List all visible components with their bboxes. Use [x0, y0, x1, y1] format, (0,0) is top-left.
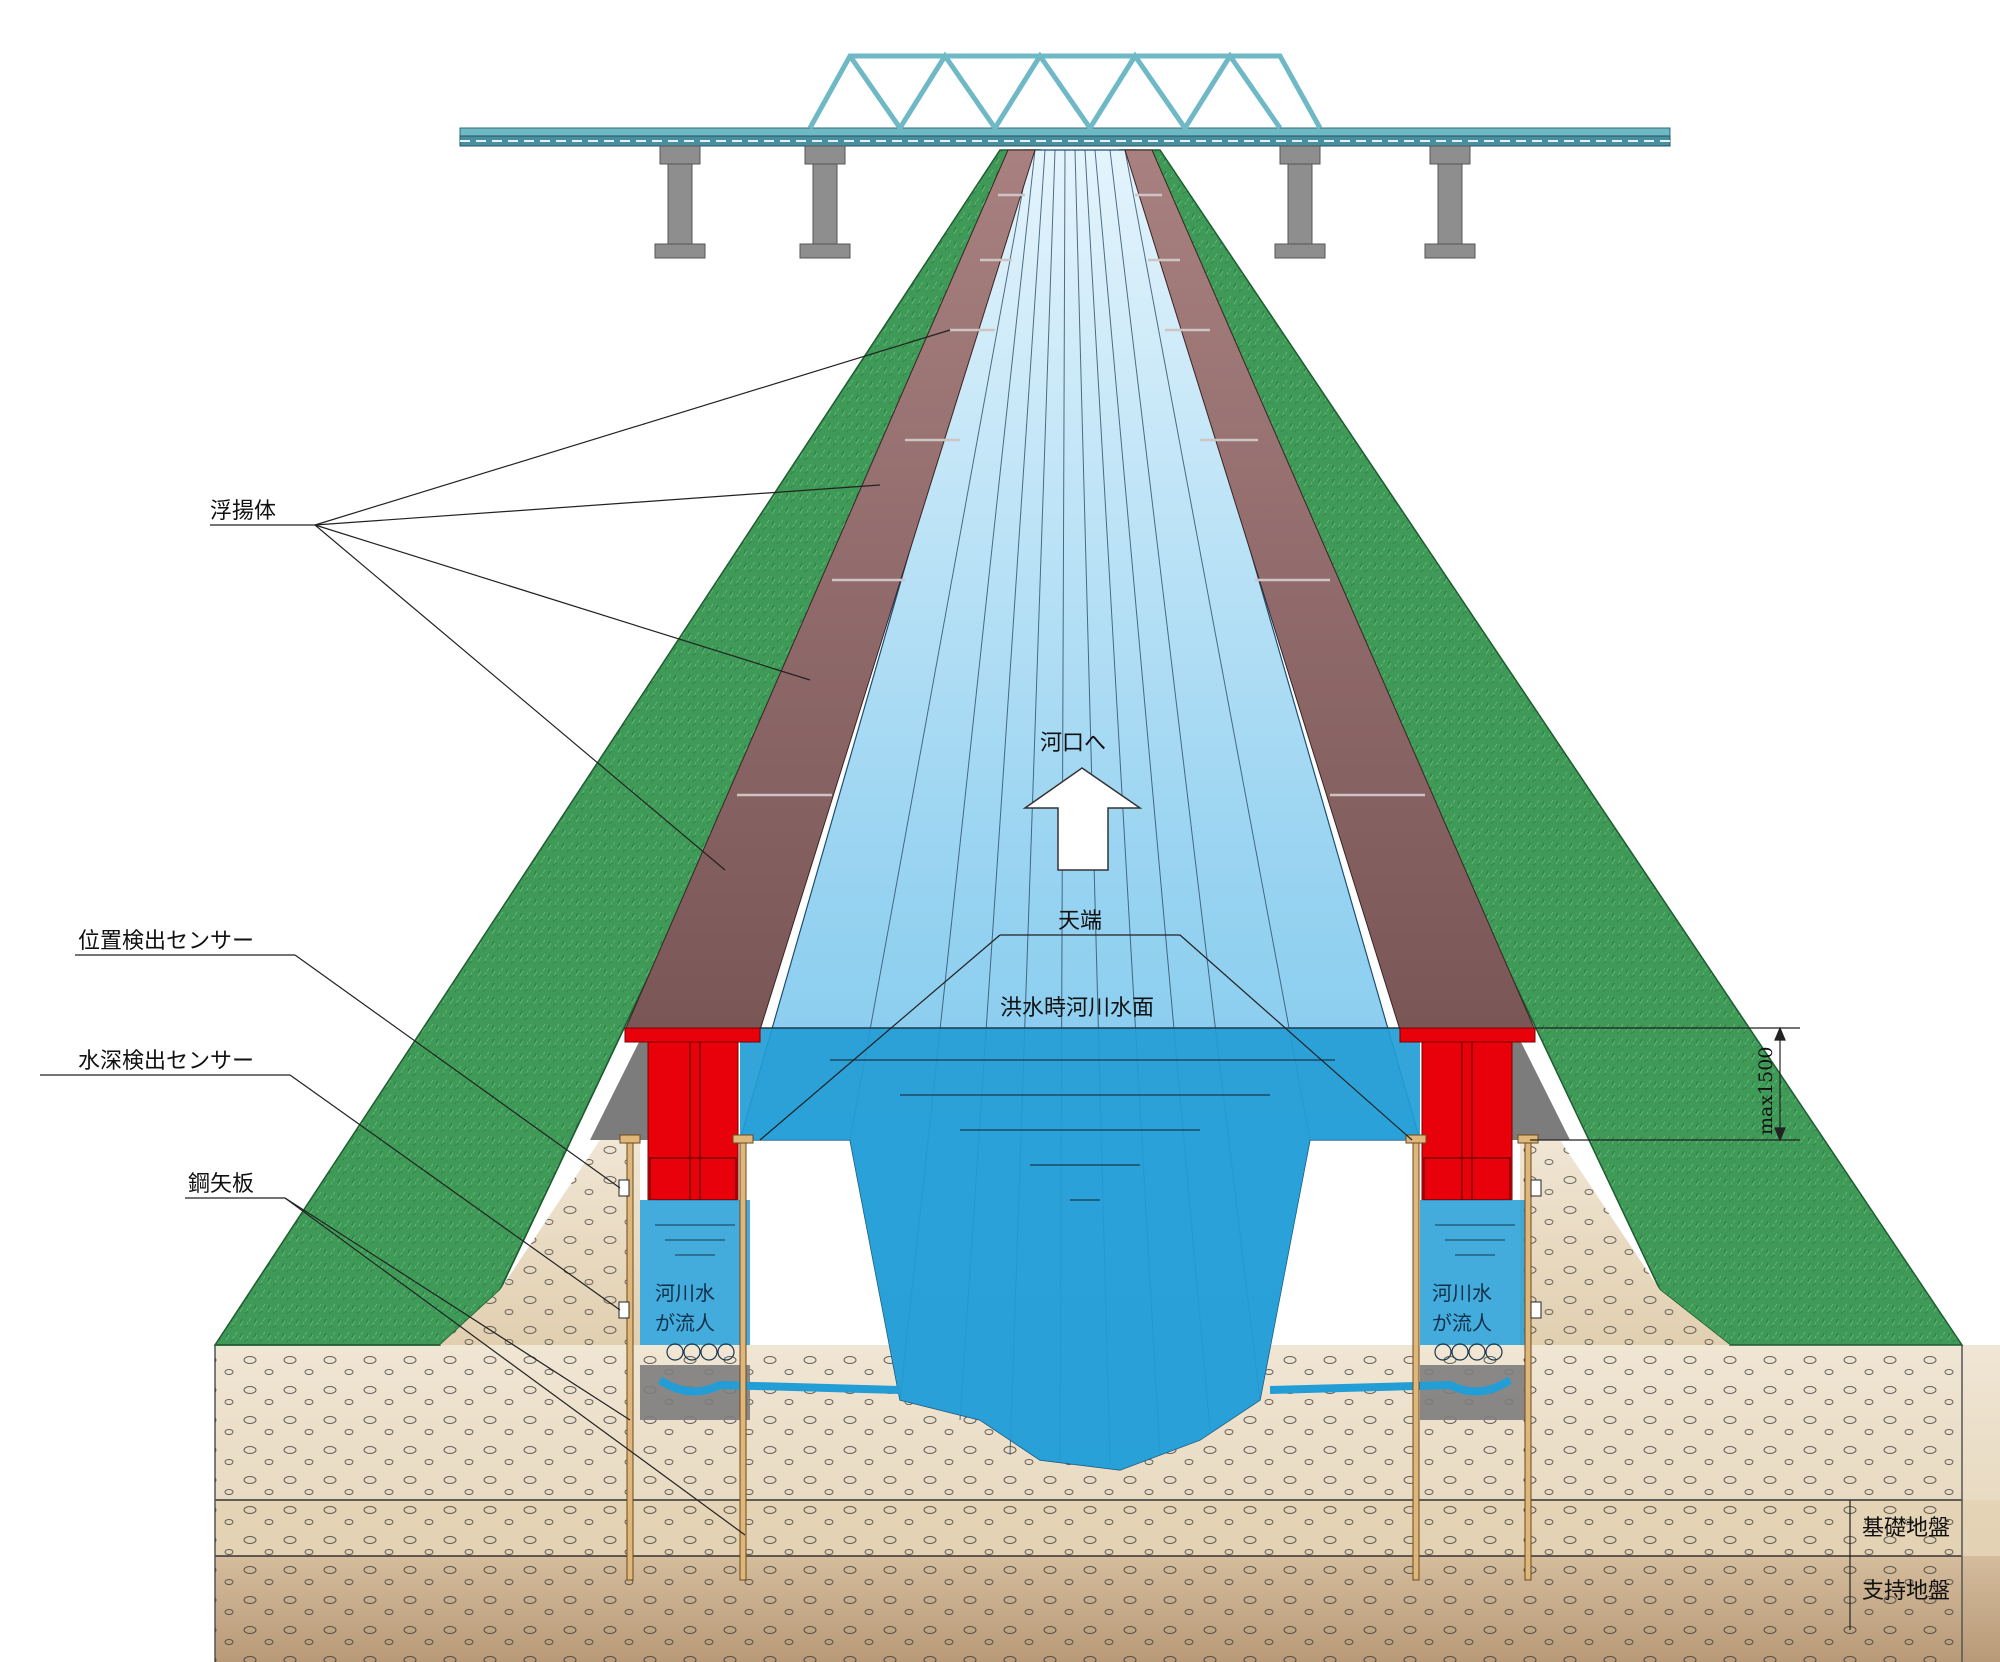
label-foundation-ground: 基礎地盤 — [1862, 1516, 1950, 1541]
label-river-water-left-1: 河川水 — [655, 1281, 715, 1305]
label-river-water-left-2: が流人 — [655, 1311, 715, 1335]
label-floating-body: 浮揚体 — [210, 499, 276, 524]
left-inner-water-pit — [640, 1200, 901, 1420]
label-flood-water-surface: 洪水時河川水面 — [1000, 996, 1154, 1021]
flood-water-body — [740, 1027, 1420, 1470]
leader-lines — [40, 329, 1851, 1630]
steel-sheet-piles — [619, 1134, 1539, 1581]
label-river-water-right-1: 河川水 — [1432, 1281, 1492, 1305]
label-depth-sensor: 水深検出センサー — [78, 1049, 254, 1074]
levee-inner-soil — [440, 1140, 1730, 1345]
label-to-river-mouth: 河口へ — [1040, 731, 1106, 756]
sensors — [618, 1179, 1542, 1319]
label-bearing-ground: 支持地盤 — [1862, 1579, 1950, 1604]
label-river-water-right-2: が流人 — [1432, 1311, 1492, 1335]
flow-direction-arrow — [1022, 767, 1143, 871]
label-position-sensor: 位置検出センサー — [78, 929, 254, 954]
label-crest: 天端 — [1058, 909, 1102, 934]
label-max-height: max1500 — [1755, 1047, 1777, 1135]
guide-walls — [590, 1040, 1570, 1140]
left-red-support — [624, 1027, 761, 1201]
label-steel-sheet-pile: 鋼矢板 — [188, 1172, 254, 1197]
right-red-support — [1399, 1027, 1536, 1201]
railway-bridge — [459, 51, 1671, 259]
right-inner-water-pit — [1269, 1200, 1530, 1420]
